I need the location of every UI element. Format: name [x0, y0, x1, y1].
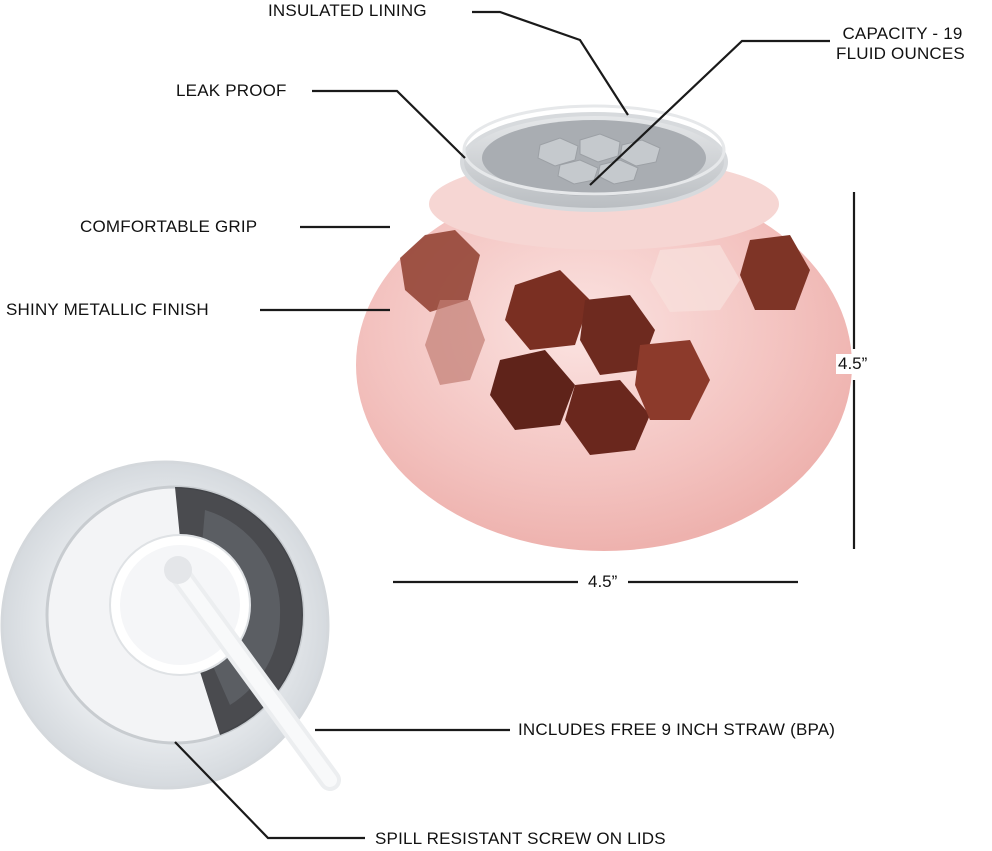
lid-with-straw [0, 460, 341, 791]
callout-straw: INCLUDES FREE 9 INCH STRAW (BPA) [518, 720, 836, 739]
callout-comfortable-grip: COMFORTABLE GRIP [80, 217, 258, 236]
capacity-line1: CAPACITY - 19 [842, 24, 963, 43]
callout-shiny-finish: SHINY METALLIC FINISH [6, 300, 209, 319]
cup-body [356, 179, 852, 551]
callout-insulated-lining: INSULATED LINING [268, 1, 427, 20]
capacity-line2: FLUID OUNCES [836, 44, 965, 63]
callout-spill-resistant: SPILL RESISTANT SCREW ON LIDS [375, 829, 666, 848]
cup-rim [429, 104, 779, 250]
callout-leak-proof: LEAK PROOF [176, 81, 287, 100]
dimension-width: 4.5” [586, 572, 620, 592]
dimension-height: 4.5” [836, 354, 870, 374]
leader-lines [174, 10, 856, 840]
callout-capacity: CAPACITY - 19 FLUID OUNCES [836, 24, 965, 64]
